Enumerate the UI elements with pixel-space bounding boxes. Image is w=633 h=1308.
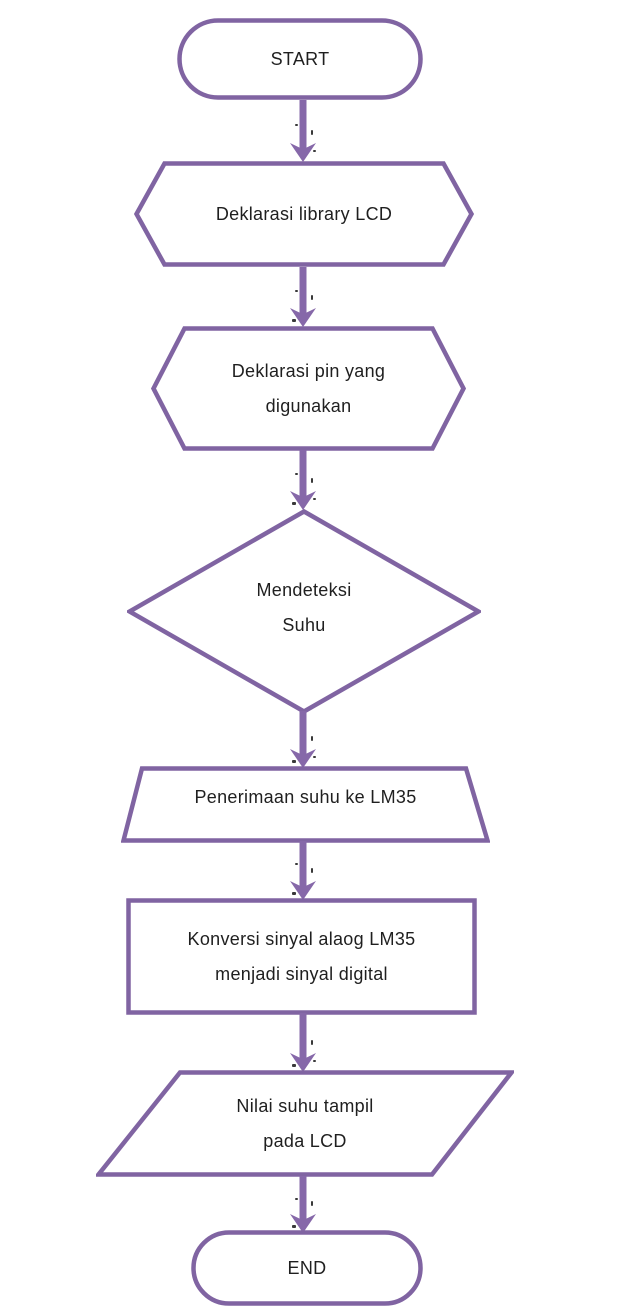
scan-noise-speck	[292, 1225, 296, 1228]
node-label-line: pada LCD	[263, 1130, 347, 1151]
flow-node-start: START	[177, 18, 423, 100]
node-label-line: Suhu	[282, 614, 326, 635]
scan-noise-speck	[292, 502, 296, 505]
connector-arrow-7	[290, 1176, 316, 1233]
connector-arrow-4	[290, 711, 316, 768]
preparation-outline	[151, 326, 466, 451]
terminator-outline	[177, 18, 423, 100]
node-label-line: Mendeteksi	[256, 579, 352, 600]
scan-noise-speck	[292, 319, 296, 322]
arrow-stem	[299, 1013, 307, 1060]
node-label: Deklarasi library LCD	[134, 161, 474, 267]
node-label: Konversi sinyal alaog LM35 menjadi sinya…	[126, 898, 477, 1015]
arrow-stem	[299, 450, 307, 498]
connector-arrow-6	[290, 1013, 316, 1072]
node-label-line: Penerimaan suhu ke LM35	[194, 787, 417, 807]
connector-arrow-5	[290, 841, 316, 900]
manual-operation-outline	[121, 766, 490, 843]
scan-noise-speck	[295, 472, 298, 475]
scan-noise-speck	[311, 736, 313, 741]
scan-noise-speck	[311, 295, 313, 300]
node-label-line: digunakan	[265, 395, 352, 416]
node-label-line: Deklarasi library LCD	[215, 203, 393, 224]
scan-noise-speck	[313, 498, 316, 500]
connector-arrow-1	[290, 100, 316, 162]
flow-node-display-temperature: Nilai suhu tampil pada LCD	[96, 1070, 514, 1177]
flow-node-receive-temperature: Penerimaan suhu ke LM35	[121, 766, 490, 843]
scan-noise-speck	[311, 478, 313, 483]
node-label-line: Nilai suhu tampil	[236, 1095, 374, 1116]
preparation-outline	[134, 161, 474, 267]
arrow-stem	[299, 1176, 307, 1221]
node-label-line: END	[287, 1257, 327, 1278]
node-label: Deklarasi pin yang digunakan	[151, 326, 466, 451]
node-label: Mendeteksi Suhu	[127, 509, 481, 714]
scan-noise-speck	[295, 289, 298, 292]
scan-noise-speck	[292, 760, 296, 763]
arrow-stem	[299, 711, 307, 756]
scan-noise-speck	[292, 1064, 296, 1067]
terminator-outline	[191, 1230, 423, 1306]
scan-noise-speck	[311, 868, 313, 873]
input-output-outline	[96, 1070, 514, 1177]
node-label-line: menjadi sinyal digital	[215, 963, 388, 984]
node-label: START	[177, 18, 423, 100]
scan-noise-speck	[295, 1197, 298, 1200]
flow-node-declare-library-lcd: Deklarasi library LCD	[134, 161, 474, 267]
flow-node-convert-signal: Konversi sinyal alaog LM35 menjadi sinya…	[126, 898, 477, 1015]
scan-noise-speck	[313, 756, 316, 758]
flow-node-end: END	[191, 1230, 423, 1306]
arrow-stem	[299, 267, 307, 315]
flow-node-detect-temperature: Mendeteksi Suhu	[127, 509, 481, 714]
node-label-line: Deklarasi pin yang	[231, 360, 386, 381]
scan-noise-speck	[311, 130, 313, 135]
arrow-stem	[299, 841, 307, 888]
scan-noise-speck	[313, 1060, 316, 1062]
scan-noise-speck	[295, 123, 298, 126]
connector-arrow-2	[290, 267, 316, 327]
flow-node-declare-pins: Deklarasi pin yang digunakan	[151, 326, 466, 451]
arrow-stem	[299, 100, 307, 150]
scan-noise-speck	[313, 150, 316, 152]
connector-arrow-3	[290, 450, 316, 510]
node-label-line: START	[270, 48, 330, 69]
node-label-line: Konversi sinyal alaog LM35	[187, 928, 416, 949]
scan-noise-speck	[295, 863, 298, 866]
process-outline	[126, 898, 477, 1015]
scan-noise-speck	[311, 1201, 313, 1206]
scan-noise-speck	[292, 892, 296, 895]
node-label: Penerimaan suhu ke LM35	[121, 766, 490, 843]
node-label: END	[191, 1230, 423, 1306]
scan-noise-speck	[311, 1040, 313, 1045]
node-label: Nilai suhu tampil pada LCD	[96, 1070, 514, 1177]
